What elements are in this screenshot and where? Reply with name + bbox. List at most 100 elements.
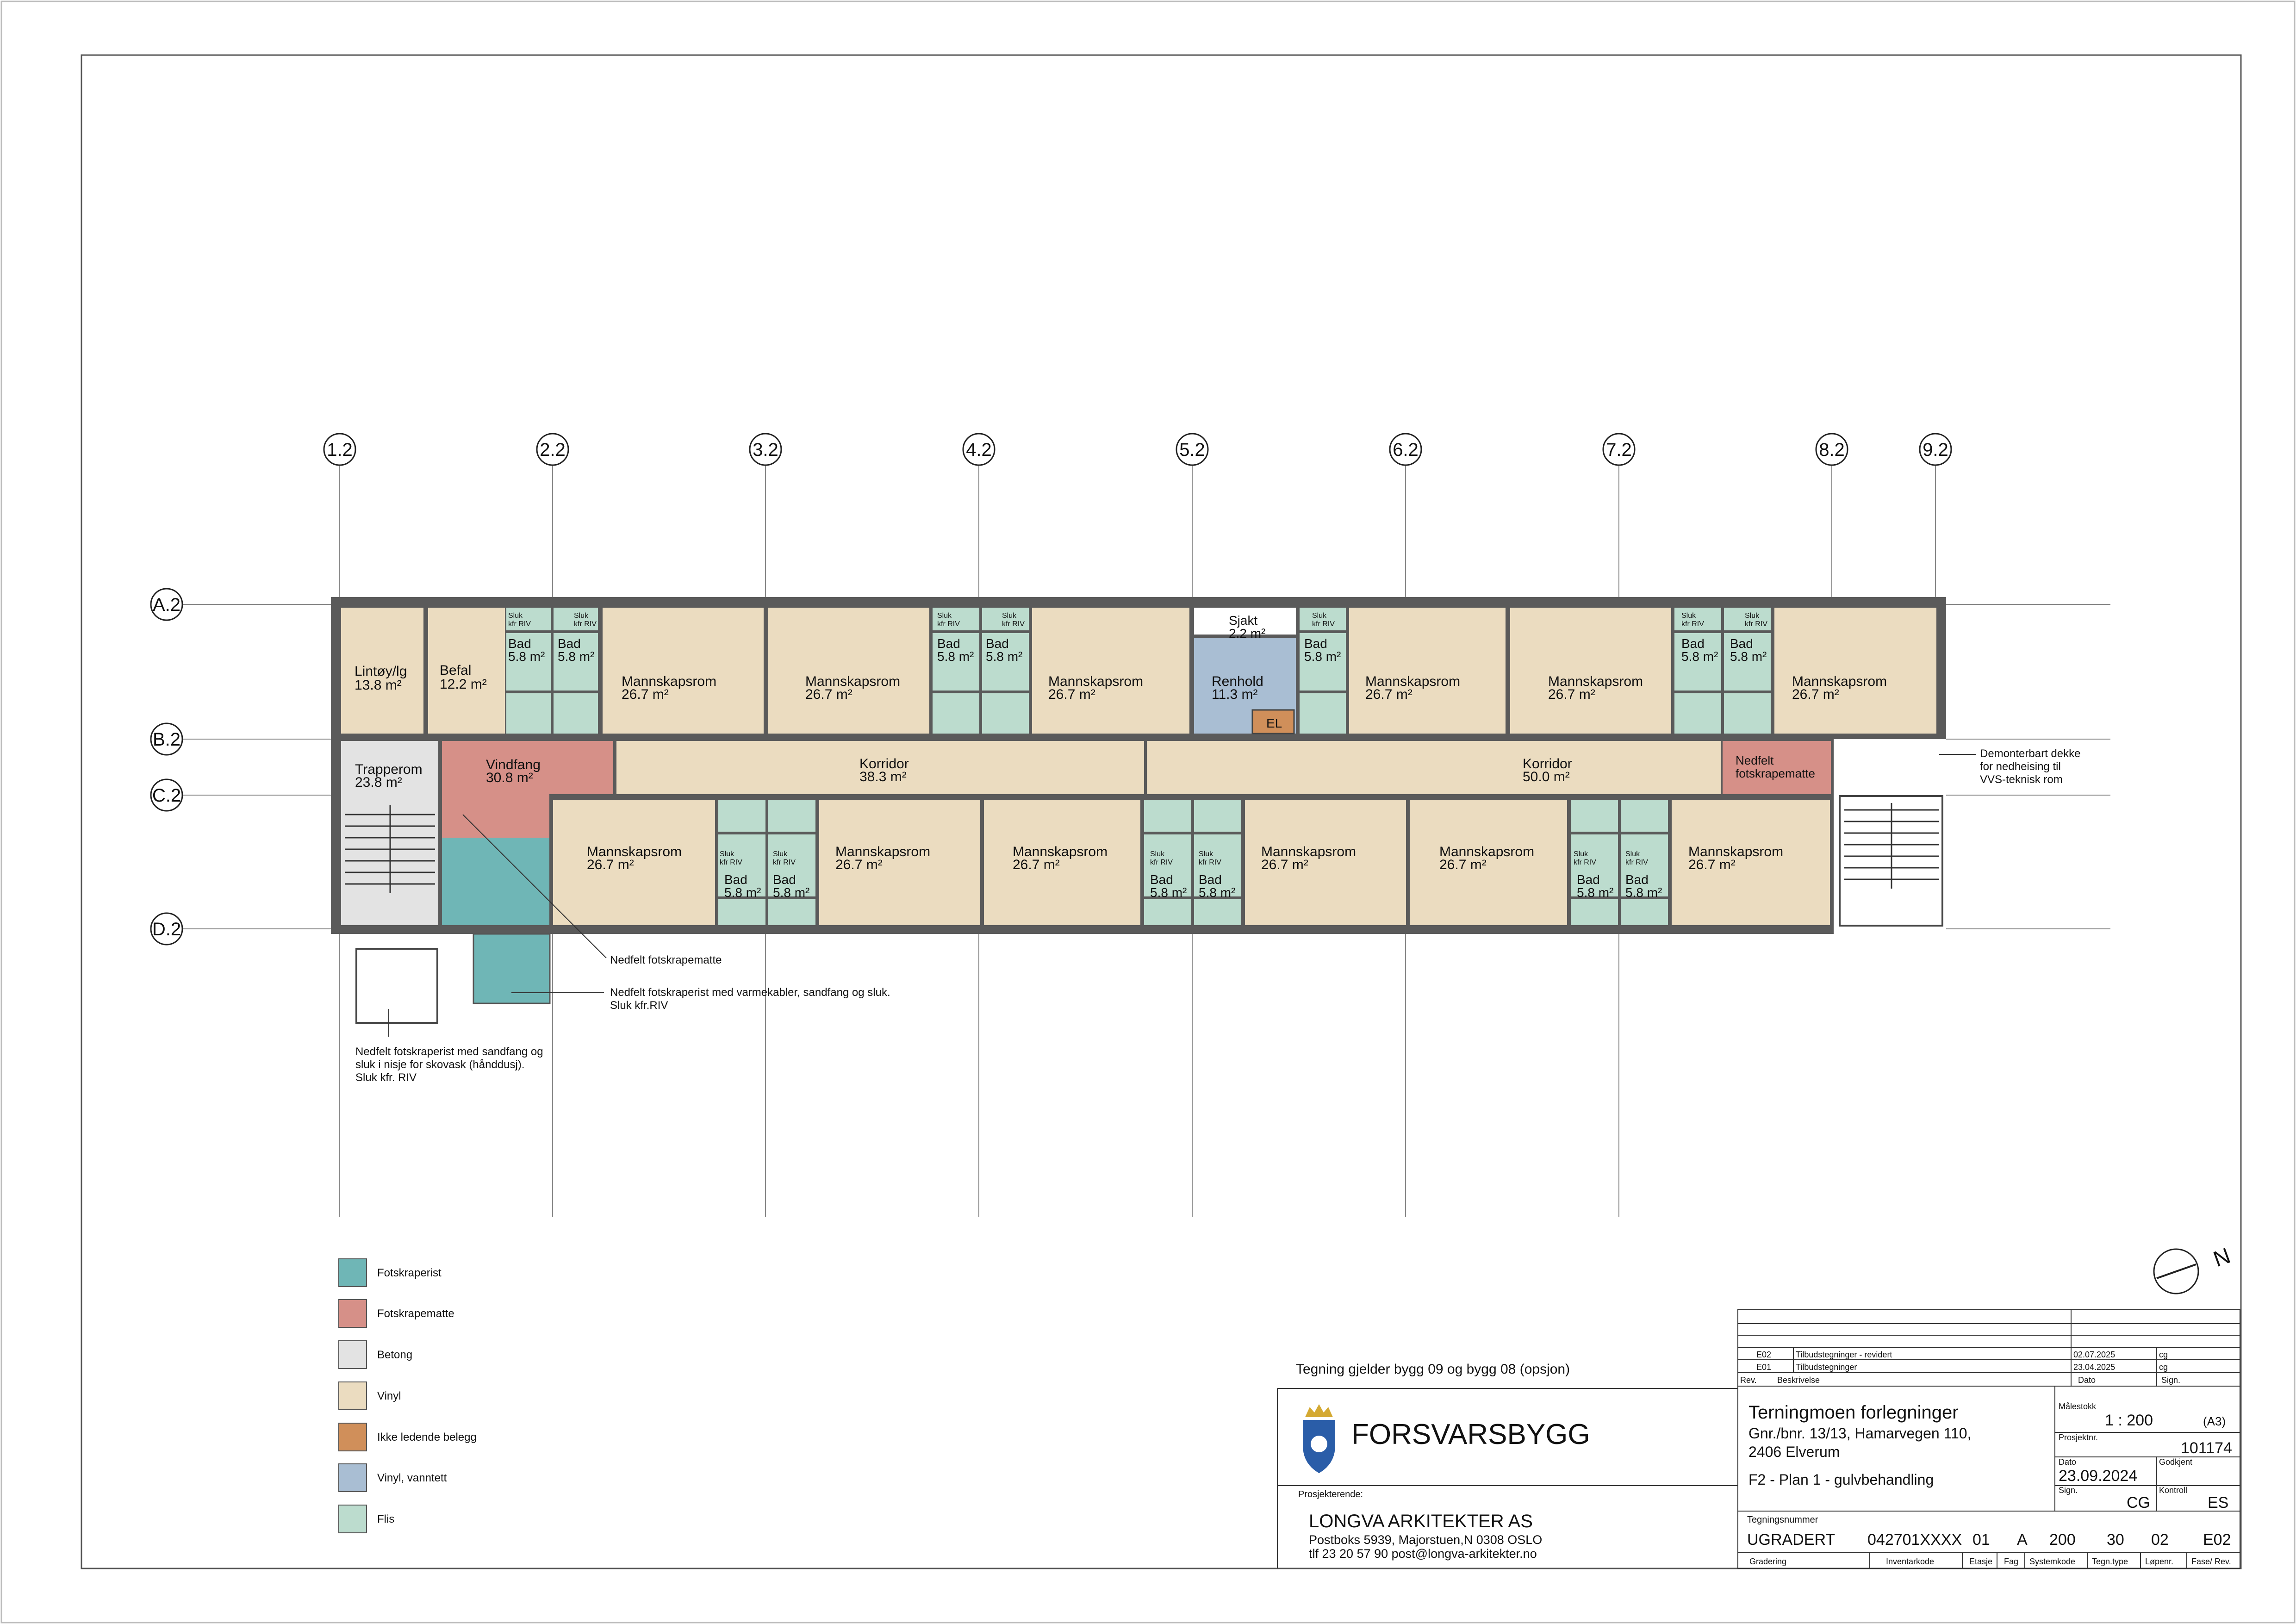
dwg-num-header: Etasje (1969, 1557, 1992, 1566)
dwg-num-header: Fag (2004, 1557, 2018, 1566)
grid-label: A.2 (153, 595, 180, 615)
note-nedfelt-fotskraperist: Sluk kfr.RIV (610, 999, 668, 1012)
bath-name: Bad (1625, 872, 1649, 887)
sluk-label: Sluk (1745, 612, 1760, 620)
meta-value: CG (2127, 1494, 2150, 1512)
sluk-label: kfr RIV (720, 859, 742, 866)
room-name: Mannskapsrom (1365, 674, 1460, 689)
room-name: Mannskapsrom (1688, 844, 1783, 859)
note-nedfelt-fotskraperist: Nedfelt fotskraperist med varmekabler, s… (610, 986, 890, 999)
bath-area: 5.8 m² (1625, 885, 1662, 900)
bath-name: Bad (1681, 636, 1705, 651)
room-name: Mannskapsrom (1048, 674, 1143, 689)
meta-label: Dato (2059, 1457, 2076, 1467)
grid-label: 7.2 (1606, 440, 1632, 460)
room-sjakt (1194, 608, 1296, 635)
note-nedfelt-fotskrapematte: Nedfelt fotskrapematte (610, 954, 722, 966)
grid-bubble (150, 588, 183, 621)
grid-label: 6.2 (1393, 440, 1419, 460)
sluk-label: Sluk (1312, 612, 1327, 620)
bath-area: 5.8 m² (773, 885, 809, 900)
architect-contact: tlf 23 20 57 90 post@longva-arkitekter.n… (1309, 1547, 1537, 1561)
legend-label: Flis (377, 1513, 394, 1525)
dwg-num-header: Løpenr. (2145, 1557, 2173, 1566)
dwg-num-part: 01 (1972, 1531, 1990, 1549)
room-name: Nedfelt (1736, 753, 1774, 767)
bath-name: Bad (558, 636, 581, 651)
note-nisje: Nedfelt fotskraperist med sandfang og (355, 1045, 543, 1058)
room-area: 26.7 m² (1048, 687, 1095, 702)
room-name: fotskrapematte (1736, 766, 1815, 780)
room-mannskapsrom (603, 608, 764, 734)
dwg-num-part: A (2017, 1531, 2028, 1549)
legend-swatch (338, 1258, 367, 1287)
meta-value: 1 : 200 (2105, 1412, 2153, 1429)
room-area: 38.3 m² (859, 769, 907, 784)
north-arrow: N (2153, 1244, 2234, 1294)
sluk-label: kfr RIV (937, 620, 960, 628)
note-demonterbart: VVS-teknisk rom (1980, 773, 2063, 786)
room-area: 26.7 m² (1013, 857, 1060, 872)
sluk-label: kfr RIV (1574, 859, 1596, 866)
room-labels: Lintøy/lg 13.8 m² Befal 12.2 m² Mannskap… (355, 612, 1887, 900)
rev-date: 02.07.2025 (2073, 1350, 2115, 1359)
bath-area: 5.8 m² (1681, 649, 1718, 664)
note-demonterbart: for nedheising til (1980, 760, 2061, 773)
sluk-label: kfr RIV (1199, 859, 1221, 866)
bath-name: Bad (1730, 636, 1753, 651)
crown-icon (1305, 1404, 1333, 1417)
grid-bubble (150, 912, 183, 946)
rev-id: E01 (1756, 1363, 1771, 1372)
grid-label: 3.2 (753, 440, 778, 460)
sluk-label: kfr RIV (1150, 859, 1173, 866)
room-name: Korridor (1523, 756, 1572, 772)
bath-area: 5.8 m² (1199, 885, 1235, 900)
rev-sign: cg (2159, 1363, 2168, 1372)
meta-label: Godkjent (2159, 1457, 2192, 1467)
legend-swatch (338, 1423, 367, 1451)
legend-label: Fotskraperist (377, 1267, 442, 1279)
dwg-num-header: Tegn.type (2092, 1557, 2128, 1566)
grid-label: 5.2 (1179, 440, 1205, 460)
drawing-number: Tegningsnummer UGRADERT 042701XXXX 01 A … (1747, 1515, 2231, 1566)
room-area: 23.8 m² (355, 775, 402, 790)
grid-label: 1.2 (327, 440, 353, 460)
dwg-num-header: Systemkode (2029, 1557, 2075, 1566)
sluk-label: kfr RIV (1625, 859, 1648, 866)
dwg-num-part: 042701XXXX (1867, 1531, 1962, 1549)
room-name: Trapperom (355, 762, 423, 777)
meta-value: ES (2208, 1494, 2228, 1512)
meta-label: Målestokk (2059, 1402, 2097, 1411)
corridor-band (341, 741, 1831, 794)
legend-label: Vinyl, vanntett (377, 1472, 447, 1484)
legend: Fotskraperist Fotskrapematte Betong Viny… (338, 1258, 477, 1533)
room-name: Vindfang (486, 757, 541, 772)
bath-block (1300, 608, 1346, 734)
dwg-num-part: 200 (2049, 1531, 2076, 1549)
bath-name: Bad (986, 636, 1009, 651)
sluk-label: Sluk (574, 612, 589, 620)
room-mannskapsrom (768, 608, 929, 734)
room-area: 26.7 m² (622, 687, 669, 702)
row-grid-bubbles: A.2 B.2 C.2 D.2 (150, 588, 183, 946)
legend-label: Ikke ledende belegg (377, 1431, 477, 1444)
room-vindfang (442, 794, 549, 838)
room-korridor (616, 741, 1144, 794)
bath-name: Bad (1150, 872, 1173, 887)
room-area: 50.0 m² (1523, 769, 1570, 784)
bath-area: 5.8 m² (1730, 649, 1767, 664)
legend-swatch (338, 1463, 367, 1492)
bath-area: 5.8 m² (986, 649, 1022, 664)
sluk-label: Sluk (1625, 850, 1640, 858)
project-address: Gnr./bnr. 13/13, Hamarvegen 110, (1748, 1425, 1971, 1442)
room-mannskapsrom (819, 800, 980, 925)
sluk-label: Sluk (508, 612, 523, 620)
room-name: Mannskapsrom (622, 674, 716, 689)
forsvarsbygg-logo: FORSVARSBYGG (1303, 1404, 1590, 1473)
dwg-num-part: 02 (2151, 1531, 2169, 1549)
rev-desc: Tilbudstegninger - revidert (1796, 1350, 1892, 1359)
grid-label: 2.2 (540, 440, 566, 460)
bath-name: Bad (1577, 872, 1600, 887)
grid-bubble (1389, 433, 1422, 466)
